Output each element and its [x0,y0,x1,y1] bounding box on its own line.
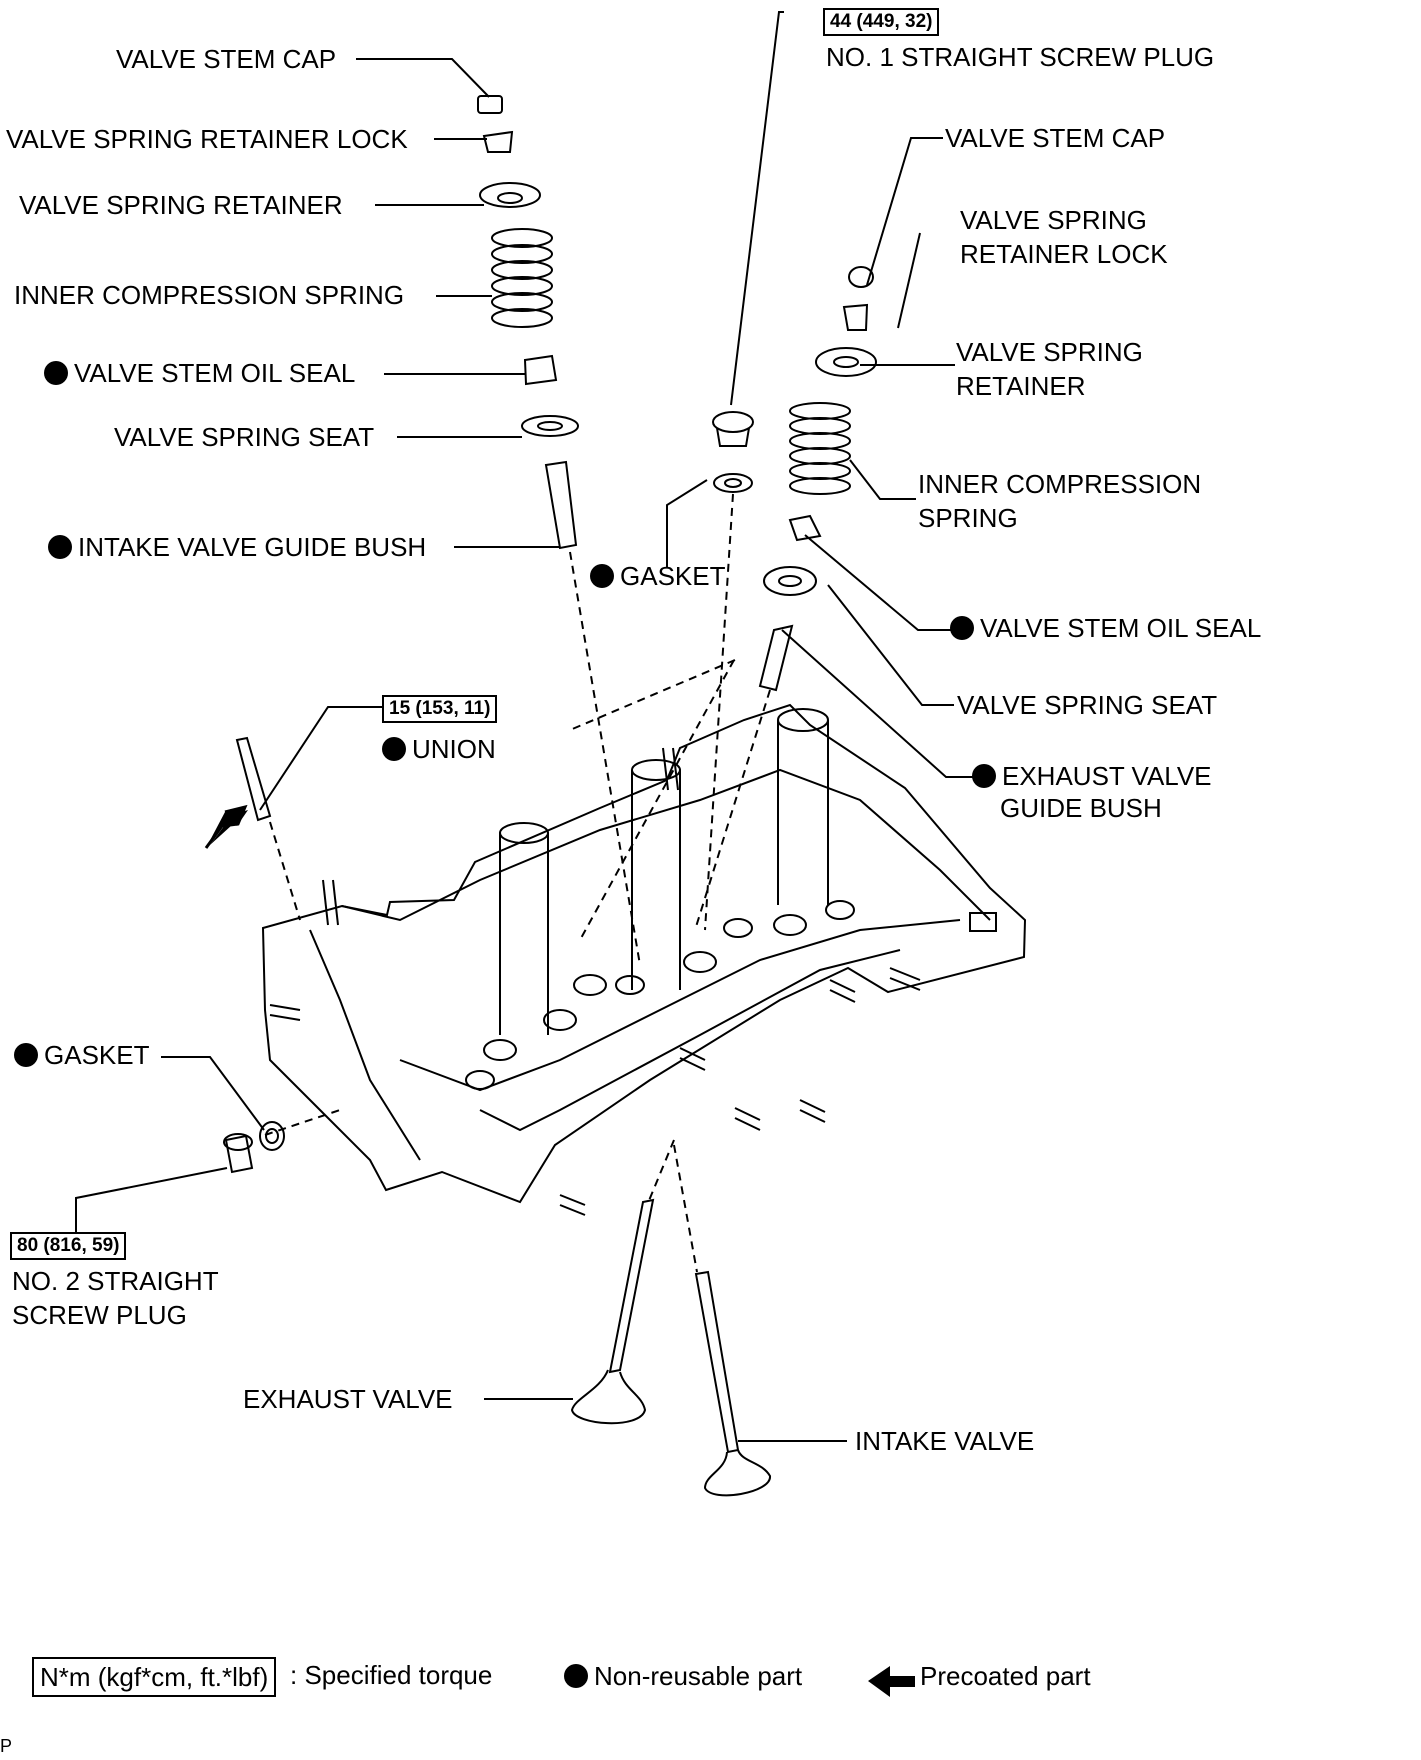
label-oil-seal-right: VALVE STEM OIL SEAL [950,613,1261,643]
label-no1-plug: NO. 1 STRAIGHT SCREW PLUG [826,42,1215,72]
label-valve-stem-oil-seal-left: VALVE STEM OIL SEAL [44,358,355,388]
label-exhaust-guide-line2: GUIDE BUSH [1000,793,1162,823]
label-spring-right-line2: SPRING [918,503,1018,533]
legend-arrow-icon [868,1666,915,1697]
nonreusable-dot-icon [382,737,406,761]
label-valve-spring-seat-left: VALVE SPRING SEAT [114,422,375,452]
label-no2-plug-line2: SCREW PLUG [12,1300,187,1330]
nonreusable-dot-icon [14,1043,38,1067]
label-spring-right-line1: INNER COMPRESSION [918,469,1202,499]
label-retainer-right-line1: VALVE SPRING [956,337,1143,367]
label-spring-seat-right: VALVE SPRING SEAT [957,690,1218,720]
label-valve-spring-retainer-left: VALVE SPRING RETAINER [19,190,343,220]
label-valve-stem-cap-left: VALVE STEM CAP [116,44,337,74]
torque-spec-no2-plug: 80 (816, 59) [10,1232,127,1260]
label-gasket-left: GASKET [14,1040,149,1070]
nonreusable-dot-icon [564,1664,588,1688]
label-inner-compression-spring-left: INNER COMPRESSION SPRING [14,280,405,310]
nonreusable-dot-icon [44,361,68,385]
label-valve-spring-retainer-lock-left: VALVE SPRING RETAINER LOCK [6,124,408,154]
label-valve-stem-cap-right: VALVE STEM CAP [945,123,1166,153]
torque-spec-no1-plug: 44 (449, 32) [823,8,940,36]
nonreusable-dot-icon [950,616,974,640]
torque-spec-union: 15 (153, 11) [382,695,498,723]
label-no2-plug-line1: NO. 2 STRAIGHT [12,1266,219,1296]
corner-mark: P [0,1736,13,1756]
nonreusable-dot-icon [972,764,996,788]
label-union: UNION [382,734,496,764]
legend-torque-unit: N*m (kgf*cm, ft.*lbf) [32,1657,277,1697]
legend-torque-desc: : Specified torque [290,1660,493,1690]
label-intake-valve: INTAKE VALVE [855,1426,1035,1456]
nonreusable-dot-icon [48,535,72,559]
label-retainer-right-line2: RETAINER [956,371,1086,401]
label-gasket-center: GASKET [590,561,725,591]
label-intake-valve-guide-bush: INTAKE VALVE GUIDE BUSH [48,532,426,562]
legend-nonreusable: Non-reusable part [564,1661,802,1691]
nonreusable-dot-icon [590,564,614,588]
legend-precoated: Precoated part [920,1661,1091,1691]
label-retainer-lock-right-line2: RETAINER LOCK [960,239,1168,269]
label-exhaust-valve: EXHAUST VALVE [243,1384,453,1414]
label-exhaust-guide-line1: EXHAUST VALVE [972,761,1212,791]
label-retainer-lock-right-line1: VALVE SPRING [960,205,1147,235]
